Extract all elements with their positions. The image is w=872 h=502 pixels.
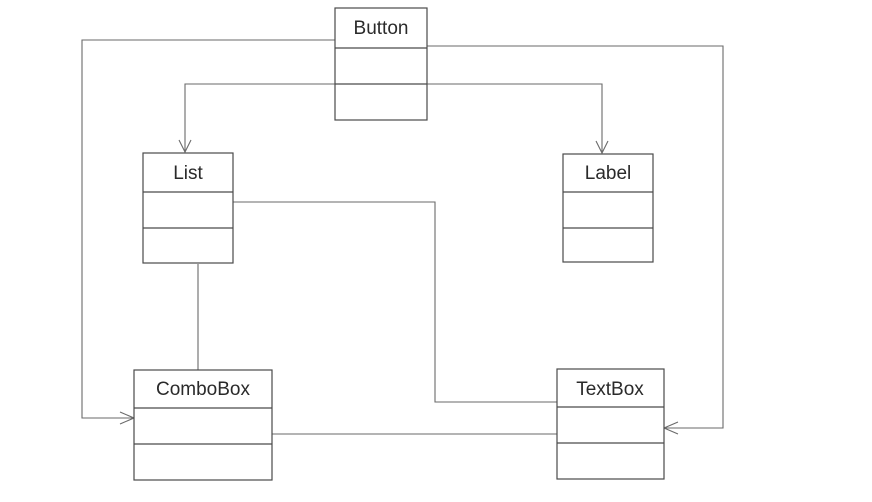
class-box-list-frame [142, 152, 234, 264]
class-name-combobox: ComboBox [156, 379, 250, 400]
connector-button-textbox [427, 45, 724, 429]
class-box-textbox-frame [556, 368, 665, 480]
connectors [81, 39, 724, 435]
class-box-textbox: TextBox [556, 368, 665, 480]
arrowhead-label [595, 140, 609, 155]
connector-list-textbox [233, 201, 557, 403]
arrowhead-list [178, 139, 192, 154]
class-box-list: List [142, 152, 234, 264]
class-box-button-frame [334, 7, 428, 121]
class-name-list: List [173, 163, 203, 184]
class-box-button: Button [334, 7, 428, 121]
class-name-textbox: TextBox [576, 379, 644, 400]
class-box-combobox: ComboBox [133, 369, 273, 481]
class-name-label: Label [585, 163, 632, 184]
class-name-button: Button [354, 18, 409, 39]
class-box-combobox-frame [133, 369, 273, 481]
class-box-label: Label [562, 153, 654, 263]
connector-button-list [184, 83, 335, 152]
connector-button-combobox [81, 39, 335, 419]
class-box-label-frame [562, 153, 654, 263]
connector-button-label [427, 83, 603, 153]
